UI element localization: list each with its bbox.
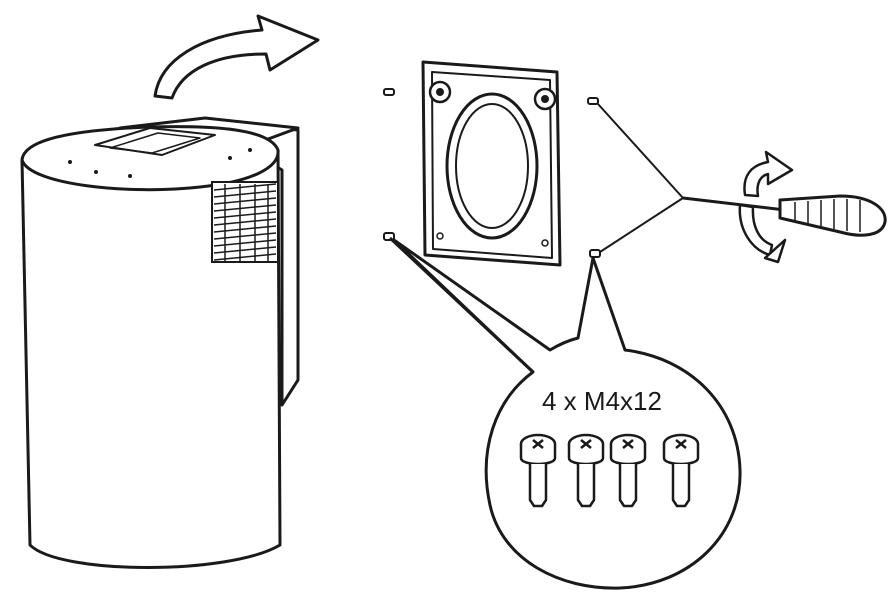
m4x12-screw-1: [519, 433, 557, 508]
mounting-plate: [421, 60, 562, 267]
m4x12-screw-2: [567, 433, 605, 508]
screw-spec-label: 4 x M4x12: [542, 386, 662, 416]
rotate-arrow-icon: [153, 14, 320, 100]
screw-callout: [388, 236, 742, 590]
screwdriver-icon: [682, 194, 887, 237]
screwdriver-leader-lines: [597, 103, 684, 253]
m4x12-screw-4: [662, 433, 700, 508]
plate-screws: [383, 88, 601, 258]
m4x12-screw-3: [609, 433, 647, 508]
vent-grille: [211, 181, 279, 263]
m4x12-screws: [519, 433, 700, 508]
twist-arrow-icon: [738, 150, 794, 264]
